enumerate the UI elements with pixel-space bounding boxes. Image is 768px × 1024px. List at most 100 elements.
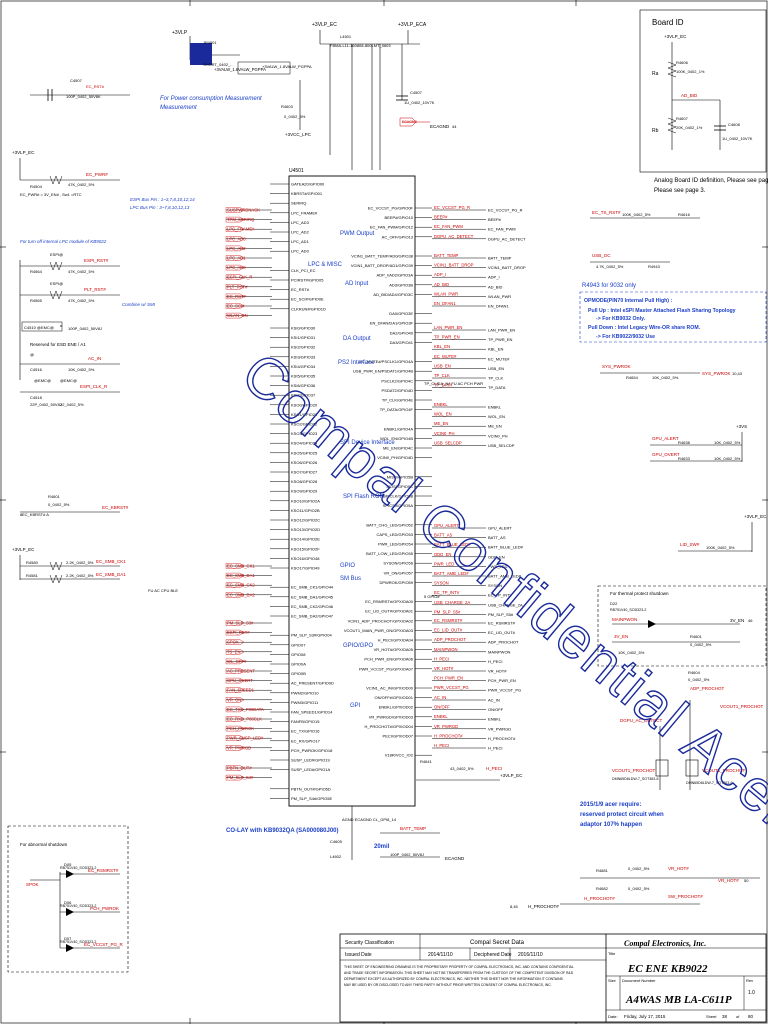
- left-smb-signal: EC_SMB_DA2: [227, 592, 255, 597]
- right-signal: EC_RSMRST#: [434, 618, 463, 623]
- left-lpc-signal: LPC_FRAME#: [227, 227, 255, 232]
- chip-pin-left: KSO14/GPIO2E: [291, 537, 320, 542]
- chip-pin-left: KSO8/GPIO28: [291, 479, 318, 484]
- svg-text:R4565: R4565: [30, 298, 43, 303]
- net-3vlp-a: +3VLP: [172, 30, 188, 36]
- right-net: TP_PWR_EN: [488, 337, 513, 342]
- chip-pin-left: KSI3/GPIO33: [291, 354, 316, 359]
- right-net: PWR_LED: [488, 564, 507, 569]
- svg-text:ESPI@: ESPI@: [50, 281, 63, 286]
- chip-pin-right: EN_DFAN/DA1/GPIO3F: [370, 321, 414, 326]
- svg-text:+3VLP_EC: +3VLP_EC: [12, 547, 35, 552]
- svg-text:1U_0402_10V7K: 1U_0402_10V7K: [722, 136, 753, 141]
- right-signal: EC_FAN_PWM: [434, 224, 463, 229]
- svg-text:Measurement: Measurement: [160, 105, 197, 111]
- chip-pin-left: CLKRUN#/GPIO1D: [291, 306, 326, 311]
- right-signal: TP_PWR_EN: [434, 335, 460, 340]
- right-net: BATT_TEMP: [488, 256, 512, 261]
- svg-text:50: 50: [744, 878, 749, 883]
- chip-pin-right: VCIN1_BATT_DROP/AD1/GPIO39: [351, 263, 414, 268]
- chip-pin-right: EC_MUTE#/PSCLK1/GPIO4A: [359, 359, 413, 364]
- chip-pin-right: PECI/GPXIOD07: [383, 734, 414, 739]
- tb-title-label: Title: [608, 951, 616, 956]
- chip-pin-right: VCIN1_AC_IN/GPXIOD00: [366, 686, 414, 691]
- left-lpc-signal: PLT_RST#: [227, 284, 248, 289]
- chip-pin-left: GPIO0A: [291, 662, 306, 667]
- left-gpio-signal: WL_OFF#: [227, 659, 247, 664]
- svg-text:D05: D05: [64, 862, 72, 867]
- svg-text:100K_0402_1%: 100K_0402_1%: [676, 69, 705, 74]
- svg-text:10,43: 10,43: [732, 371, 743, 376]
- right-net: PM_SLP_S5#: [488, 612, 514, 617]
- power-consumption-note: For Power consumption Measurement: [160, 96, 262, 102]
- tb-sheet-value: 38: [722, 1014, 728, 1019]
- chip-pin-right: USB_PWR_EN/PSDAT1/GPIO4B: [353, 369, 413, 374]
- right-signal: H_PECI: [434, 656, 449, 661]
- right-signal: EC_VCCST_PG_R: [434, 205, 470, 210]
- chip-pin-left: PBTN_OUT#/GPIO5D: [291, 786, 331, 791]
- chip-pin-left: KSO0/GPIO20: [291, 402, 318, 407]
- right-signal: GPU_ALERT: [434, 523, 459, 528]
- chip-pin-left: PM_SLP_S4#/GPIO5E: [291, 796, 332, 801]
- right-net: ADP_I: [488, 275, 500, 280]
- right-signal: ADP_PROCHOT: [434, 637, 466, 642]
- chip-pin-right: WOL_EN/GPIO4B: [380, 436, 413, 441]
- opmode-line-3: -> For KB9032 Only.: [596, 316, 646, 322]
- svg-text:100P_0402_50V8J: 100P_0402_50V8J: [390, 852, 424, 857]
- left-espi-clk: ESPI_CLK_R: [80, 384, 108, 389]
- tb-rev-value: 1.0: [748, 990, 755, 996]
- opmode-line-5: -> For KB9022/9032 Use: [596, 334, 655, 340]
- chip-pin-left: EC_RST#: [291, 287, 310, 292]
- left-lpc-signal: SUSPWRDNACK: [227, 208, 260, 213]
- rp-gpu-alert: GPU_ALERT: [652, 436, 679, 441]
- thermal-note: For thermal protect shutdown: [610, 591, 669, 596]
- svg-text:C4507: C4507: [70, 78, 83, 83]
- svg-text:47K_0402_5%: 47K_0402_5%: [68, 269, 95, 274]
- right-signal: AD_BID: [434, 282, 449, 287]
- right-signal: WOL_EN: [434, 412, 452, 417]
- abnormal-note: For abnormal shutdown: [20, 842, 68, 847]
- tb-date-label: Date:: [608, 1014, 618, 1019]
- tb-deciphered-value: 2016/11/10: [518, 952, 543, 958]
- right-net: MAINPWON: [488, 649, 511, 654]
- svg-text:ESPI@: ESPI@: [50, 252, 63, 257]
- left-espi-rst: ESPI_RST#: [84, 258, 109, 263]
- svg-text:0_0402_5%: 0_0402_5%: [284, 114, 306, 119]
- right-net: EC_LID_OUT#: [488, 630, 516, 635]
- chip-pin-left: FANFB/GPIO15: [291, 719, 320, 724]
- svg-text:44: 44: [452, 124, 457, 129]
- right-net: USB_SELCDP: [488, 443, 515, 448]
- right-net: TP_DATA: [488, 385, 506, 390]
- right-net: WLAN_PWR: [488, 294, 511, 299]
- svg-text:+3VLP_EC: +3VLP_EC: [664, 34, 687, 39]
- left-bottom-signal: PM_SLP_S4#: [227, 775, 254, 780]
- right-signal: BATT_TEMP: [434, 253, 459, 258]
- svg-text:@: @: [30, 352, 34, 357]
- svg-text:VR_HOT#: VR_HOT#: [718, 878, 739, 883]
- chip-pin-left: FAN_SPEED1/GPIO14: [291, 710, 333, 715]
- right-net: BEEP#: [488, 217, 502, 222]
- right-signal: KBL_EN: [434, 344, 450, 349]
- svg-text:D07: D07: [64, 936, 72, 941]
- net-3vlp-ec-top: +3VLP_EC: [312, 22, 337, 28]
- svg-text:100P_0402_50V8J: 100P_0402_50V8J: [68, 326, 102, 331]
- chip-pin-left: KSO12/GPIO2C: [291, 518, 320, 523]
- chip-pin-left: EC_SMB_CK2/GPIO46: [291, 604, 334, 609]
- svg-text:R4633: R4633: [678, 456, 691, 461]
- svg-text:0_0402_5%: 0_0402_5%: [628, 866, 650, 871]
- right-net: EC_MUTE#: [488, 356, 510, 361]
- rp-gpu-overt: GPU_OVERT: [652, 452, 680, 457]
- svg-text:DEPARTMENT EXCEPT AS AUTHORIZE: DEPARTMENT EXCEPT AS AUTHORIZED BY COMPA…: [344, 977, 564, 981]
- chip-pin-right: EC_VCCST_PG/GPIO0F: [368, 206, 414, 211]
- net-ecagnd: ECAGND: [430, 124, 450, 129]
- chip-pin-right: DA3/GPIO41: [390, 340, 414, 345]
- left-gpio-signal: PM_SLP_S3#: [227, 621, 254, 626]
- right-signal: PM_SLP_S5#: [434, 609, 461, 614]
- chip-pin-left: KSO1/GPIO21: [291, 412, 318, 417]
- svg-text:RB751V40_SOD323-2: RB751V40_SOD323-2: [60, 866, 96, 870]
- right-signal: LAN_PWR_EN: [434, 325, 462, 330]
- right-net: VCIN0_PH: [488, 433, 508, 438]
- title-block: Security Classification Compal Secret Da…: [339, 933, 767, 1023]
- chip-pin-left: KSO13/GPIO2D: [291, 527, 320, 532]
